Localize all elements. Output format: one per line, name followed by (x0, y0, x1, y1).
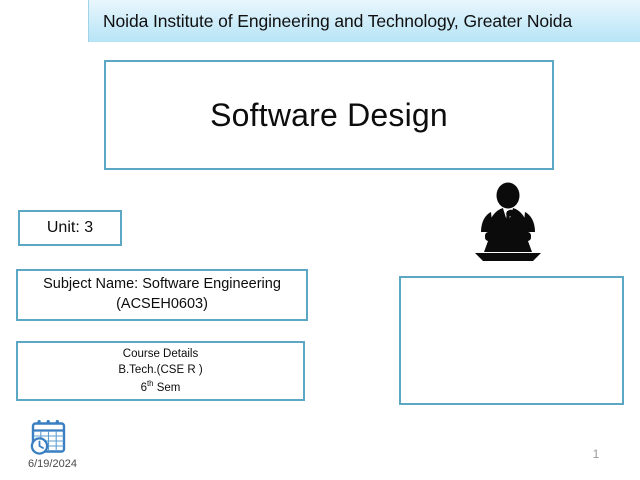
semester-suffix: th (147, 379, 154, 389)
course-details-heading: Course Details (122, 347, 199, 360)
subject-box: Subject Name: Software Engineering (ACSE… (16, 269, 308, 321)
course-details-box: Course Details B.Tech.(CSE R ) 6th Sem (16, 341, 305, 401)
speaker-podium-icon (475, 182, 541, 261)
semester-number: 6 (140, 382, 148, 395)
subject-code-text: (ACSEH0603) (116, 296, 208, 312)
course-program-text: B.Tech.(CSE R ) (118, 363, 203, 376)
slide-date: 6/19/2024 (28, 458, 77, 470)
page-title: Software Design (210, 96, 448, 133)
slide-title-box: Software Design (104, 60, 554, 170)
calendar-clock-icon (30, 420, 66, 455)
institute-name-banner: Noida Institute of Engineering and Techn… (88, 0, 640, 42)
course-semester-text: 6th Sem (141, 378, 181, 396)
semester-label: Sem (156, 382, 181, 395)
institute-name-text: Noida Institute of Engineering and Techn… (103, 10, 573, 31)
slide-number: 1 (592, 447, 600, 461)
unit-box: Unit: 3 (18, 210, 122, 246)
unit-label: Unit: 3 (46, 219, 94, 236)
subject-name-text: Subject Name: Software Engineering (43, 276, 281, 293)
right-content-placeholder-box (399, 276, 624, 405)
